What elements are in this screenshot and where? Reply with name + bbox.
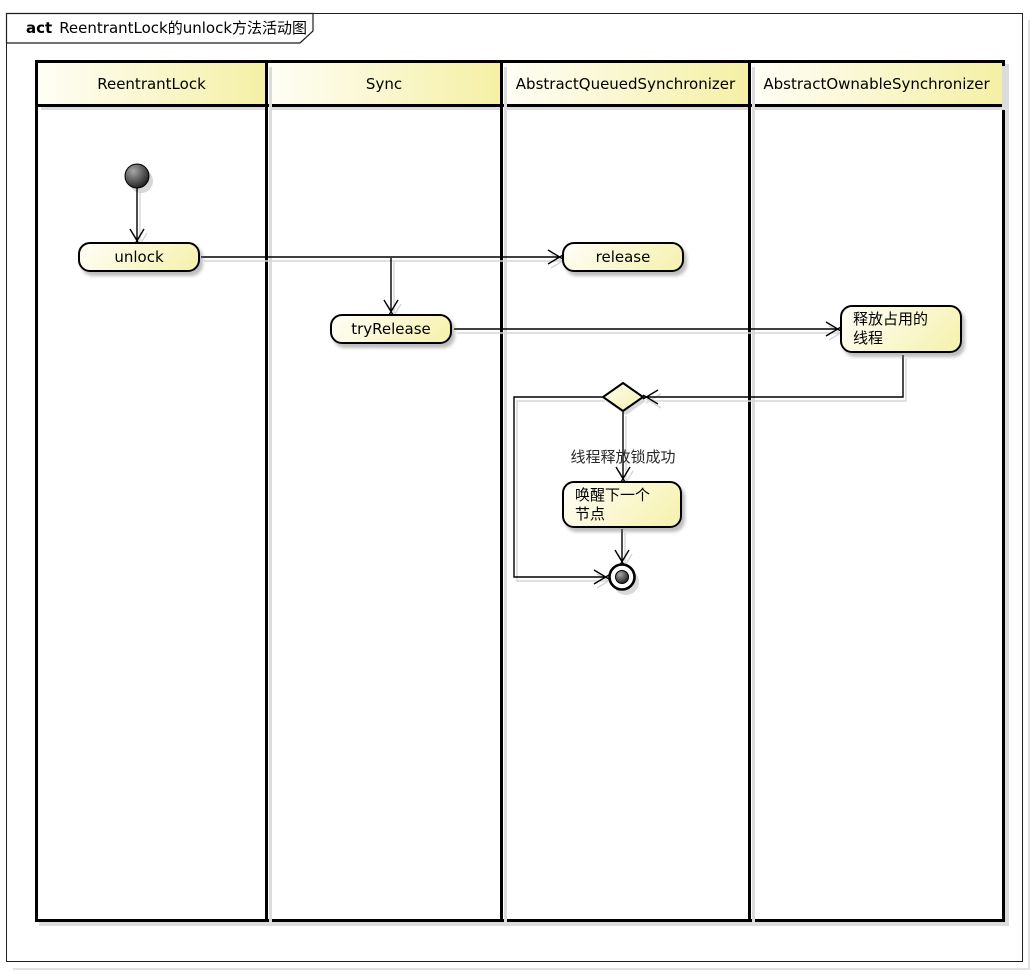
title-keyword: act — [26, 19, 53, 37]
activity-wake-next-node: 唤醒下一个 节点 — [562, 481, 682, 528]
frame-drop-shadow — [13, 20, 1030, 970]
activity-label: 释放占用的 线程 — [853, 310, 929, 347]
lane-header-abstractownablesynchronizer: AbstractOwnableSynchronizer — [751, 63, 1002, 107]
tab-shape — [5, 12, 314, 44]
diagram-title: act ReentrantLock的unlock方法活动图 — [26, 17, 307, 39]
lane-header-abstractqueuedsynchronizer: AbstractQueuedSynchronizer — [503, 63, 748, 107]
activity-label: tryRelease — [351, 320, 431, 338]
lane-name: ReentrantLock — [97, 74, 206, 93]
title-text: ReentrantLock的unlock方法活动图 — [59, 19, 308, 37]
lane-header-reentrantlock: ReentrantLock — [38, 63, 265, 107]
lane-name: AbstractOwnableSynchronizer — [763, 74, 990, 93]
activity-unlock: unlock — [78, 242, 200, 272]
lane-name: AbstractQueuedSynchronizer — [515, 74, 736, 93]
frame-title-tab — [5, 12, 314, 44]
lane-divider-1 — [265, 63, 268, 919]
lane-divider-2 — [500, 63, 503, 919]
activity-label: unlock — [114, 248, 164, 266]
activity-release-occupied-thread: 释放占用的 线程 — [840, 305, 962, 353]
swimlane-pool: ReentrantLock Sync AbstractQueuedSynchro… — [35, 60, 1005, 922]
activity-tryrelease: tryRelease — [330, 314, 452, 344]
activity-release: release — [562, 242, 684, 272]
activity-label: release — [595, 248, 651, 266]
diagram-frame — [6, 13, 1023, 962]
lane-name: Sync — [365, 74, 403, 93]
lane-divider-3 — [748, 63, 751, 919]
edge-guard-label: 线程释放锁成功 — [570, 448, 676, 466]
activity-label: 唤醒下一个 节点 — [575, 485, 651, 523]
lane-header-sync: Sync — [268, 63, 500, 107]
